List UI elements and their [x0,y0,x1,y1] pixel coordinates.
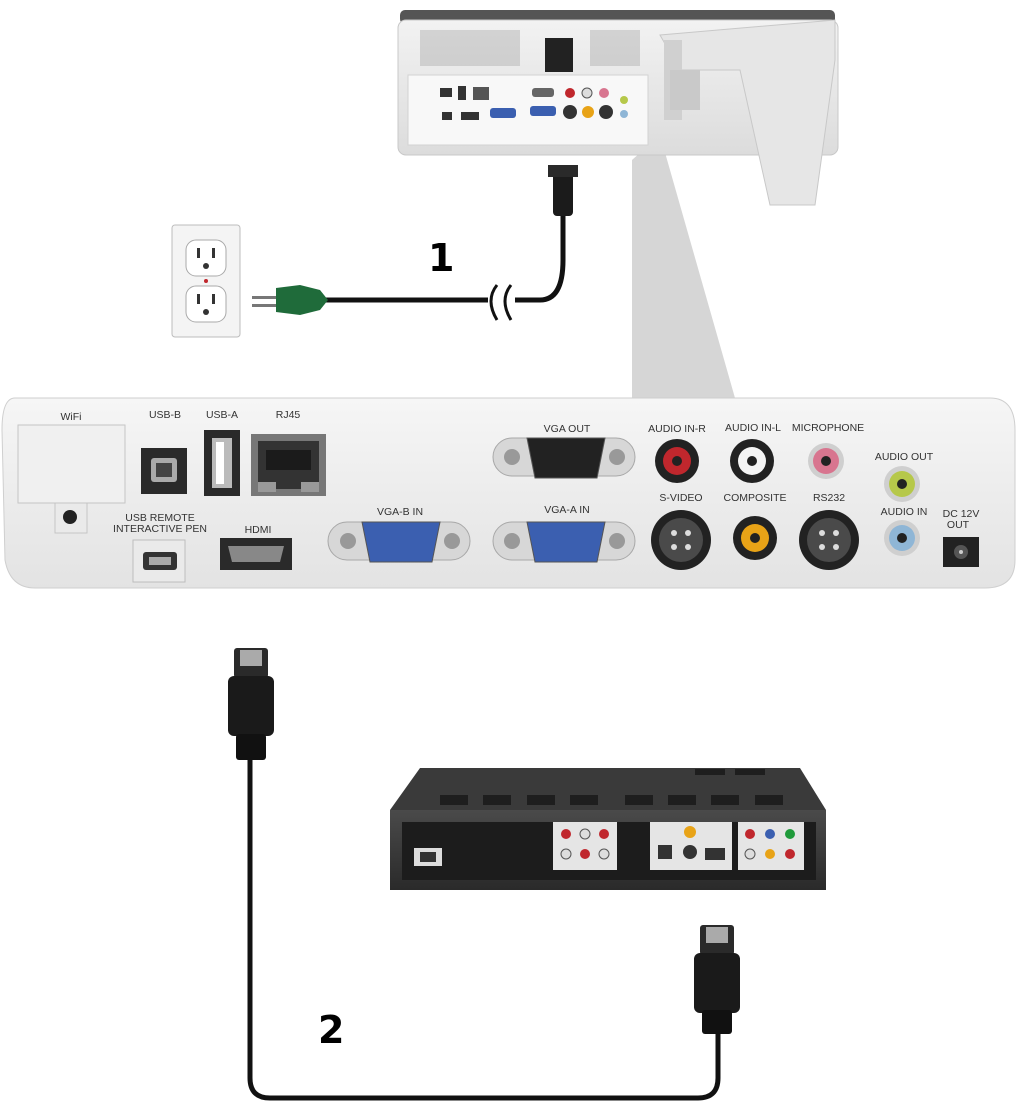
label-audio-out: AUDIO OUT [874,451,934,463]
label-audio-in-r: AUDIO IN-R [648,423,706,435]
power-plug-icon [252,285,328,315]
label-hdmi: HDMI [244,524,272,536]
label-vga-out: VGA OUT [543,423,591,435]
label-audio-in: AUDIO IN [880,506,928,518]
label-rs232: RS232 [812,492,846,504]
label-usb-remote-2: INTERACTIVE PEN [113,523,207,535]
label-dc-out-2: OUT [946,519,970,531]
label-rj45: RJ45 [275,409,301,421]
label-audio-in-l: AUDIO IN-L [724,422,782,434]
source-device-icon [390,768,826,890]
callout-hdmi-cable: 2 [318,1008,345,1052]
label-composite: COMPOSITE [723,492,787,504]
label-dc-out-1: DC 12V [942,508,980,520]
label-s-video: S-VIDEO [659,492,703,504]
projector-icon [397,10,839,206]
label-usb-b: USB-B [148,409,182,421]
label-wifi: WiFi [60,411,82,423]
label-usb-remote-1: USB REMOTE [125,512,195,524]
connector-panel [1,397,1016,589]
label-vga-a-in: VGA-A IN [544,504,590,516]
zoom-beam [632,135,735,398]
hdmi-cable [228,648,740,1101]
wall-outlet-icon [171,224,241,338]
label-usb-a: USB-A [205,409,239,421]
label-vga-b-in: VGA-B IN [376,506,424,518]
label-microphone: MICROPHONE [791,422,865,434]
callout-power-cable: 1 [428,236,455,280]
power-cable [320,165,578,321]
